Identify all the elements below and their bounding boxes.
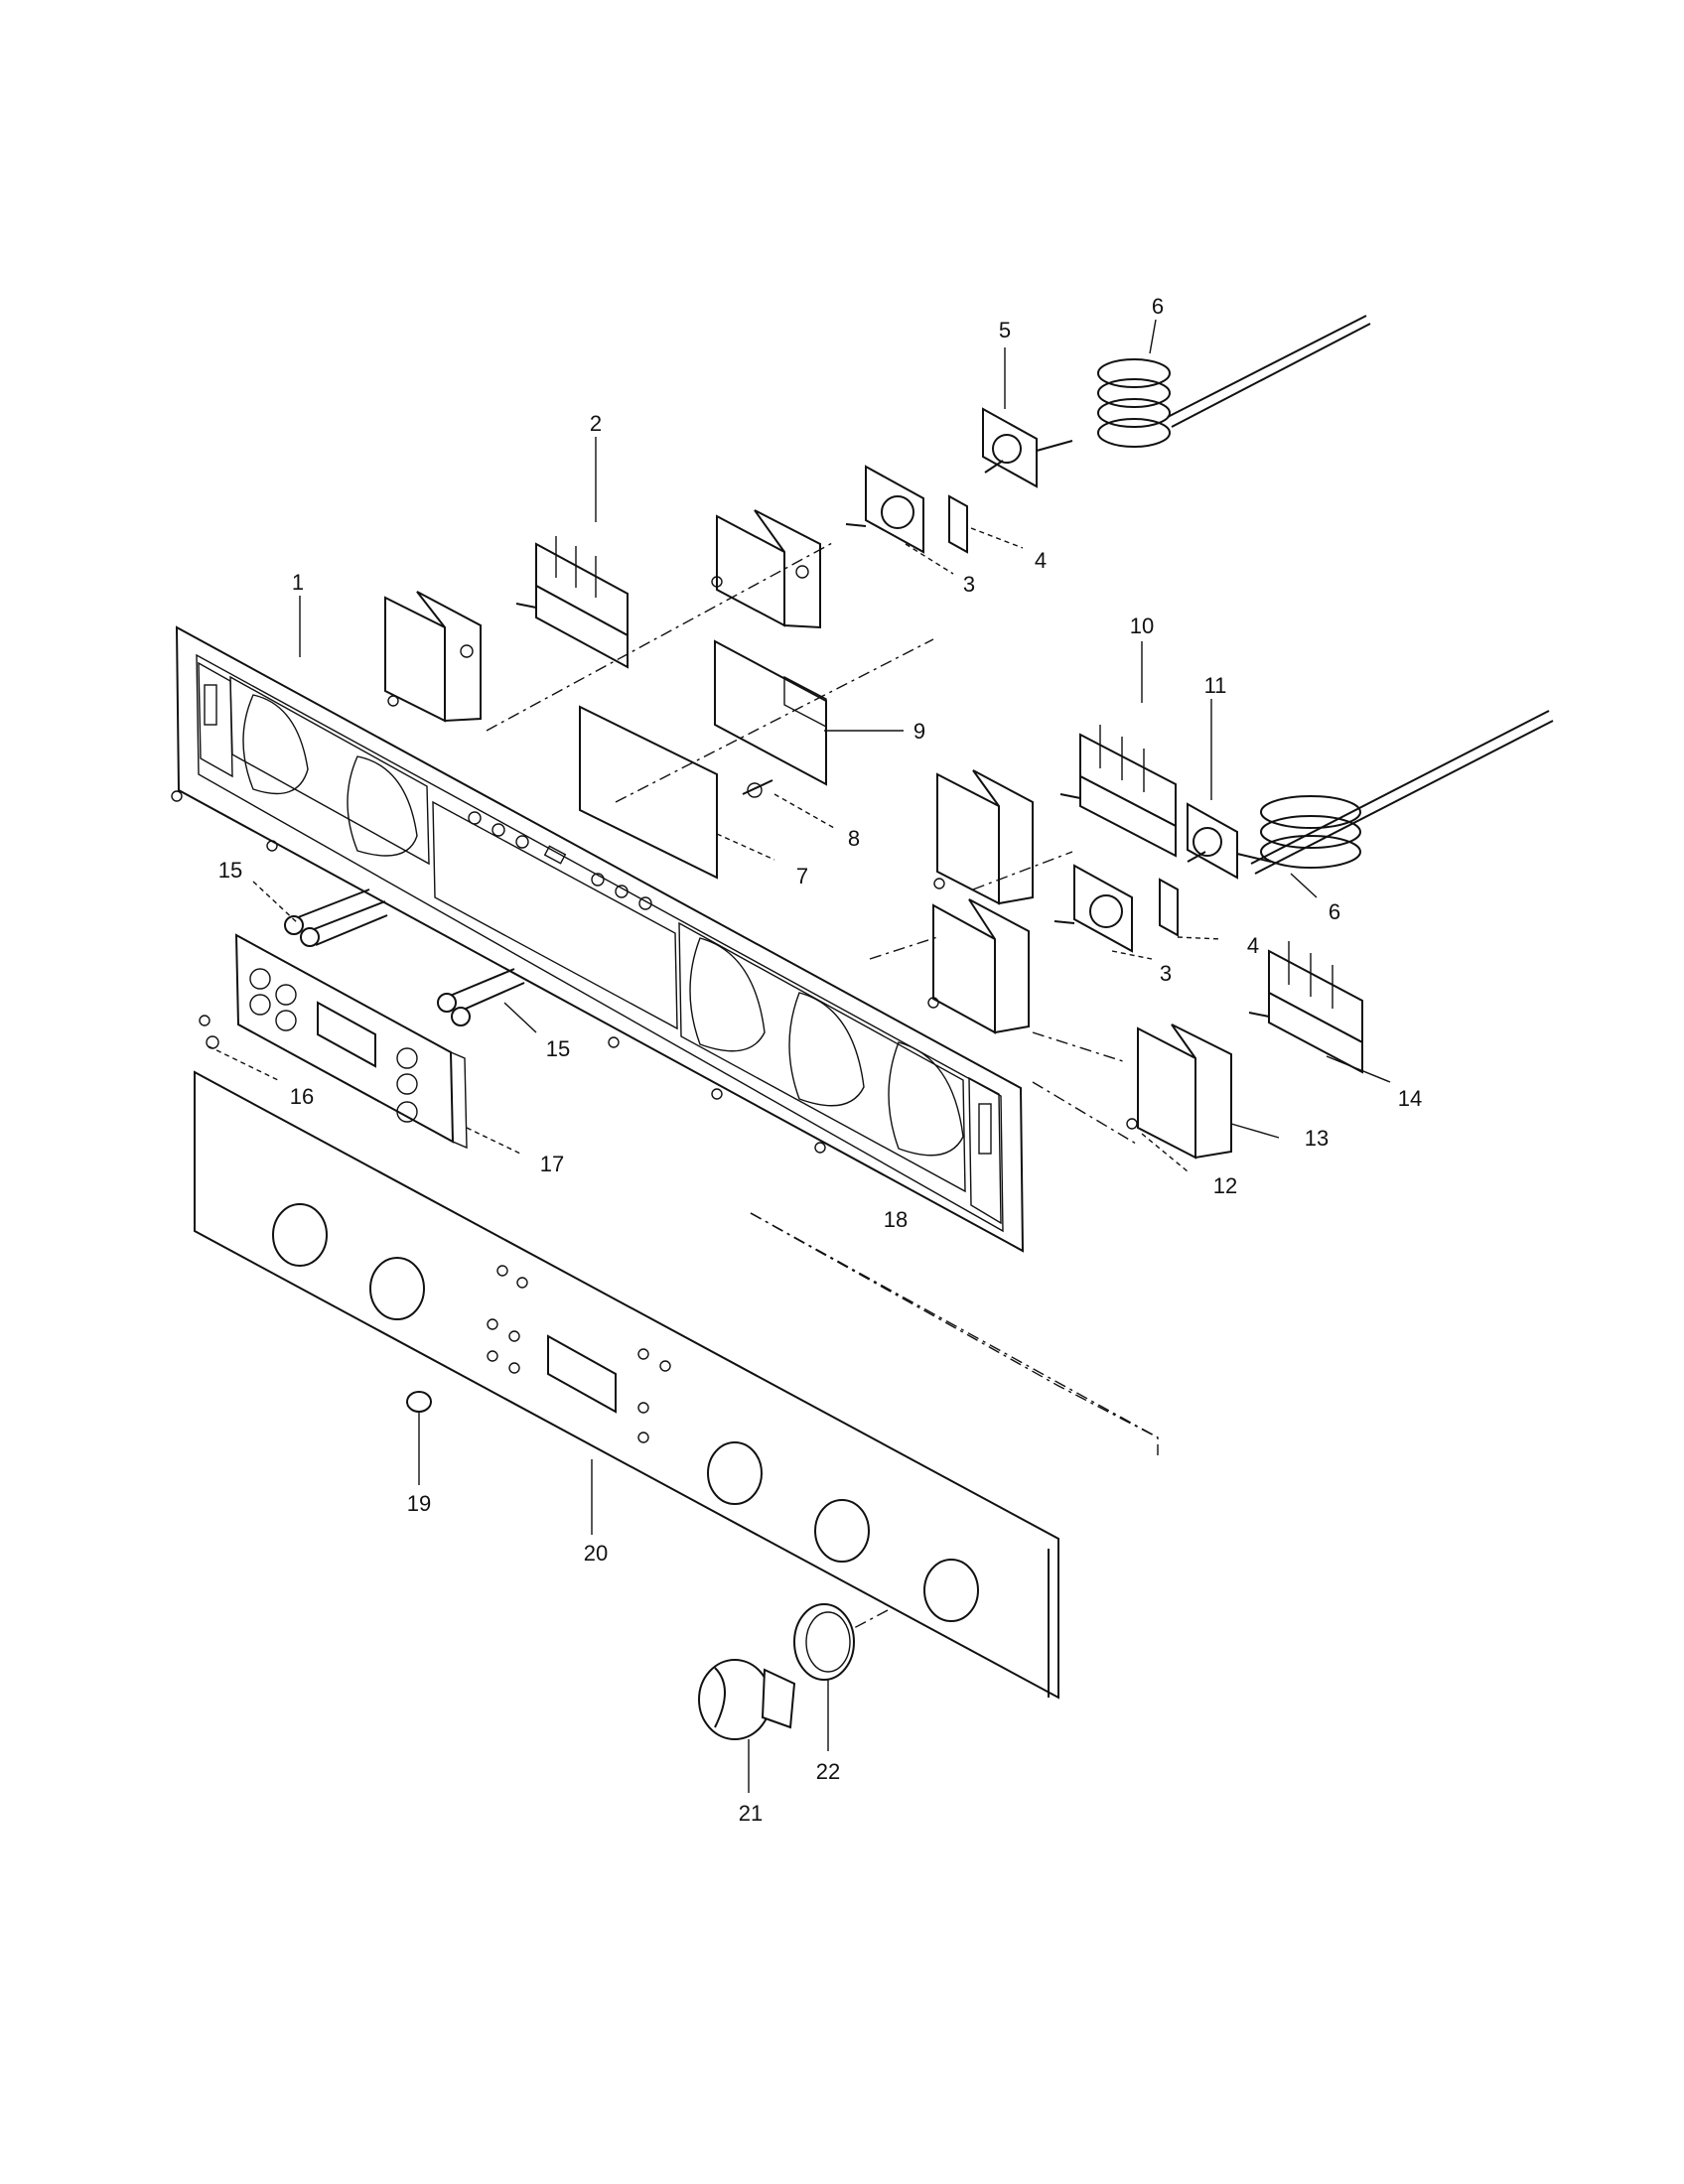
- callout-8: 8: [848, 826, 860, 851]
- callout-9: 9: [913, 719, 925, 744]
- selector-switch-2: [515, 536, 629, 669]
- callout-12: 12: [1213, 1173, 1237, 1198]
- callout-5: 5: [999, 318, 1011, 342]
- callout-16: 16: [290, 1084, 314, 1109]
- callout-15b: 15: [546, 1036, 570, 1061]
- thermostat-11: [1187, 802, 1272, 880]
- display-module: [234, 933, 468, 1150]
- callout-6b: 6: [1329, 899, 1340, 924]
- energy-regulator-3b: [1053, 864, 1133, 953]
- button-19: [406, 1391, 432, 1413]
- callout-22: 22: [816, 1759, 840, 1784]
- bezel-ring-22: [793, 1603, 855, 1681]
- callout-1: 1: [292, 570, 304, 595]
- capillary-coil-6b: [1250, 710, 1554, 875]
- callout-11: 11: [1204, 673, 1227, 698]
- mounting-bracket-e: [1137, 1024, 1232, 1160]
- callout-2: 2: [590, 411, 602, 436]
- lamps-15b: [437, 968, 525, 1026]
- callout-leaders: [208, 319, 1391, 1793]
- screws: [171, 576, 1138, 1154]
- clip-4a: [948, 494, 968, 554]
- callout-7: 7: [796, 864, 808, 888]
- callout-19: 19: [407, 1491, 431, 1516]
- callout-17: 17: [540, 1152, 564, 1176]
- selector-switch-10: [1059, 725, 1177, 858]
- control-panel-frame: [175, 625, 1025, 1253]
- clip-4b: [1159, 878, 1179, 937]
- callout-20: 20: [584, 1541, 608, 1566]
- mounting-bracket-a: [384, 591, 482, 723]
- bracket-plate: [579, 705, 718, 880]
- callout-3b: 3: [1160, 961, 1172, 986]
- mounting-bracket-b: [716, 509, 821, 629]
- callout-10: 10: [1130, 614, 1154, 638]
- fascia-panel: [194, 1070, 1059, 1700]
- mounting-bracket-d: [932, 898, 1030, 1034]
- callout-3a: 3: [963, 572, 975, 597]
- callout-14: 14: [1398, 1086, 1422, 1111]
- callout-15a: 15: [218, 858, 242, 883]
- callout-6a: 6: [1152, 294, 1164, 319]
- callout-4b: 4: [1247, 933, 1259, 958]
- selector-switch-14: [1248, 941, 1363, 1074]
- knob-21: [698, 1659, 796, 1740]
- lamp-holder-8: [742, 779, 773, 798]
- mounting-bracket-c: [936, 769, 1034, 905]
- callout-21: 21: [739, 1801, 763, 1826]
- assembly-lines: [486, 541, 1159, 1629]
- callout-4a: 4: [1035, 548, 1047, 573]
- callout-labels: 1 2 3 3 4 4 5 6 6 7 8 9 10 11 12 13 14 1…: [218, 294, 1422, 1826]
- capillary-coil-6a: [1097, 315, 1371, 448]
- callout-13: 13: [1305, 1126, 1329, 1151]
- circuit-board: [714, 639, 827, 786]
- lamps-15a: [284, 888, 388, 947]
- callout-18: 18: [884, 1207, 908, 1232]
- thermostat-5: [982, 407, 1073, 488]
- energy-regulator-3a: [845, 465, 924, 554]
